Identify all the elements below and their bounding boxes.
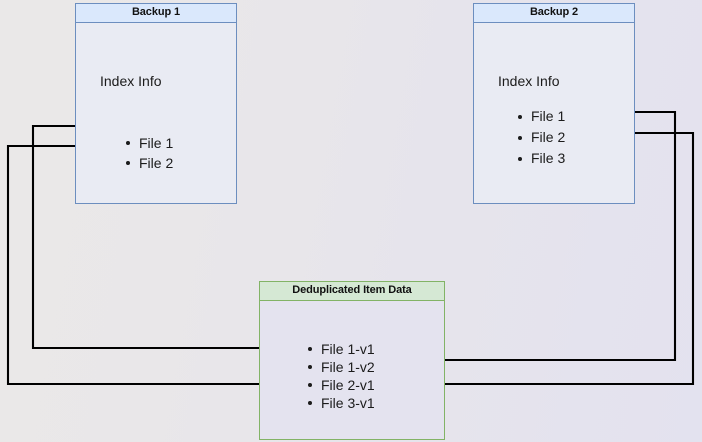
deduplicated-file-list: File 1-v1 File 1-v2 File 2-v1 File 3-v1 [306, 340, 375, 412]
list-item: File 1-v2 [306, 358, 375, 376]
backup-2-body: Index Info File 1 File 2 File 3 [474, 23, 634, 203]
list-item: File 1 [516, 106, 565, 127]
backup-2-file-list: File 1 File 2 File 3 [516, 106, 565, 169]
list-item: File 1-v1 [306, 340, 375, 358]
list-item: File 3-v1 [306, 394, 375, 412]
backup-2-header: Backup 2 [474, 4, 634, 23]
list-item: File 2-v1 [306, 376, 375, 394]
backup-2-box[interactable]: Backup 2 Index Info File 1 File 2 File 3 [473, 3, 635, 204]
backup-2-index-label: Index Info [498, 73, 560, 89]
backup-1-header: Backup 1 [76, 4, 236, 23]
deduplicated-item-data-body: File 1-v1 File 1-v2 File 2-v1 File 3-v1 [260, 301, 444, 439]
list-item: File 3 [516, 148, 565, 169]
backup-1-box[interactable]: Backup 1 Index Info File 1 File 2 [75, 3, 237, 204]
deduplicated-item-data-box[interactable]: Deduplicated Item Data File 1-v1 File 1-… [259, 281, 445, 440]
list-item: File 1 [124, 133, 173, 153]
backup-1-file-list: File 1 File 2 [124, 133, 173, 173]
backup-1-index-label: Index Info [100, 73, 162, 89]
deduplicated-item-data-header: Deduplicated Item Data [260, 282, 444, 301]
backup-1-body: Index Info File 1 File 2 [76, 23, 236, 203]
list-item: File 2 [516, 127, 565, 148]
list-item: File 2 [124, 153, 173, 173]
